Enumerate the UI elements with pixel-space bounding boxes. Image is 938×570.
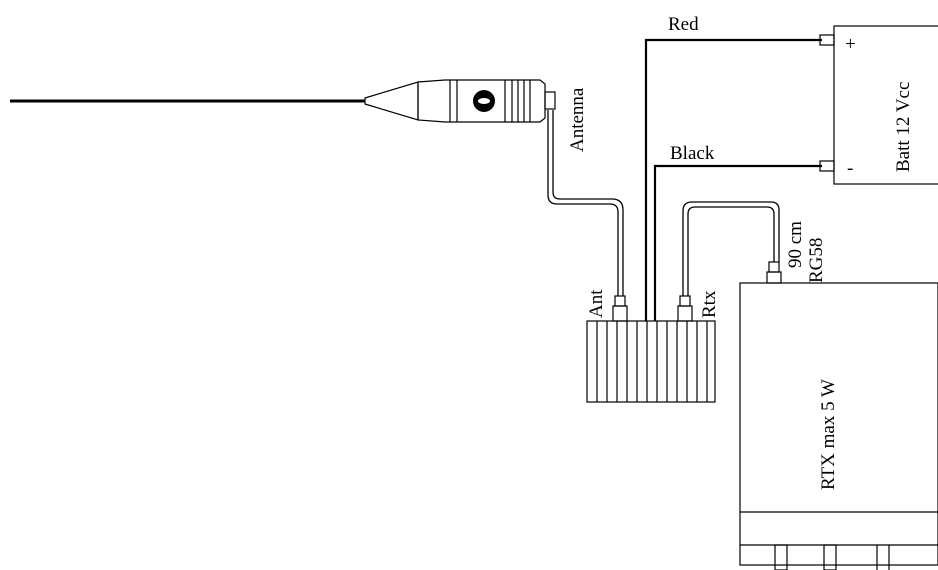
antenna-coax-inner <box>552 110 624 296</box>
label-plus: + <box>845 34 856 55</box>
label-cable-type: RG58 <box>806 238 827 283</box>
rg58-cable-outer <box>682 201 780 296</box>
battery-positive-terminal <box>819 34 835 46</box>
rg58-cable-inner <box>687 206 775 296</box>
battery-negative-terminal <box>819 160 835 172</box>
radio-knob-icon <box>823 544 837 570</box>
label-battery: Batt 12 Vcc <box>893 82 914 172</box>
antenna-taper <box>364 81 419 121</box>
label-cable-length: 90 cm <box>785 221 806 268</box>
label-red: Red <box>668 14 699 35</box>
antenna <box>10 79 624 296</box>
antenna-coax-outer <box>547 110 619 296</box>
heatsink-body <box>586 320 716 403</box>
red-wire <box>644 38 822 321</box>
antenna-base-connector <box>417 79 556 123</box>
amplifier-heatsink <box>586 295 716 403</box>
radio-transceiver <box>739 261 938 570</box>
radio-antenna-connector-top <box>768 261 780 273</box>
rtx-connector <box>677 295 693 322</box>
label-black: Black <box>670 143 715 164</box>
label-minus: - <box>847 158 853 179</box>
label-antenna: Antenna <box>567 87 588 152</box>
battery-body <box>833 25 938 185</box>
label-radio: RTX max 5 W <box>818 379 839 490</box>
radio-body <box>739 282 938 566</box>
radio-knob-icon <box>876 545 890 570</box>
ant-connector <box>612 295 628 322</box>
label-rtx-port: Rtx <box>699 290 720 318</box>
battery <box>819 25 938 185</box>
black-wire <box>653 164 822 321</box>
label-ant: Ant <box>586 289 607 318</box>
heatsink-fins <box>596 321 708 402</box>
radio-knob-icon <box>774 544 788 570</box>
radio-antenna-connector <box>766 271 782 284</box>
